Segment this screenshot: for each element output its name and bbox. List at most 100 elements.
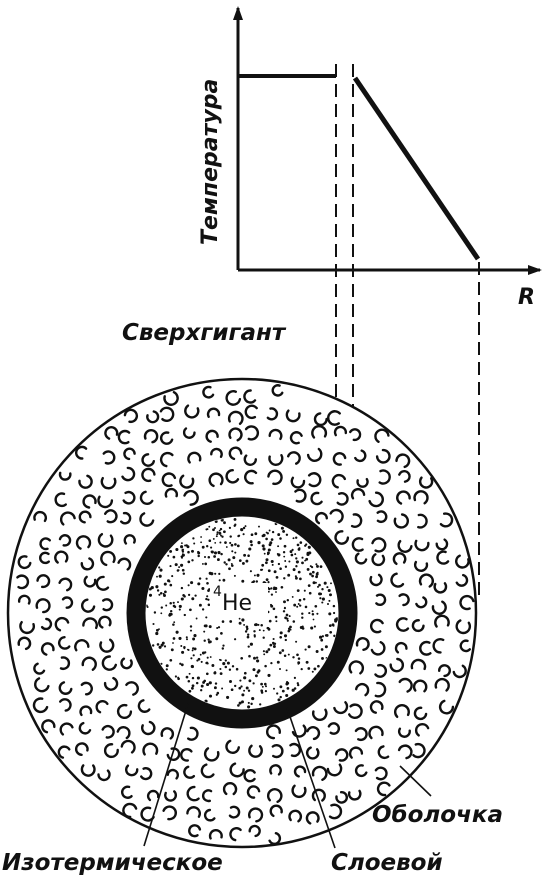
stipple-dot bbox=[192, 647, 195, 650]
convection-curl bbox=[306, 447, 323, 462]
stipple-dot bbox=[173, 605, 177, 609]
stipple-dot bbox=[312, 618, 315, 621]
stipple-dot bbox=[198, 603, 202, 607]
stipple-dot bbox=[291, 548, 294, 551]
stipple-dot bbox=[287, 627, 291, 631]
stipple-dot bbox=[265, 650, 269, 654]
stipple-dot bbox=[148, 593, 153, 597]
stipple-dot bbox=[270, 593, 274, 596]
stipple-dot bbox=[203, 630, 206, 633]
stipple-dot bbox=[287, 629, 291, 633]
stipple-dot bbox=[172, 601, 175, 604]
convection-curl bbox=[160, 431, 174, 445]
stipple-dot bbox=[169, 601, 172, 605]
stipple-dot bbox=[318, 592, 322, 596]
stipple-dot bbox=[165, 664, 169, 668]
convection-curl bbox=[82, 494, 97, 509]
convection-curl bbox=[371, 553, 386, 567]
stipple-dot bbox=[190, 657, 193, 660]
stipple-dot bbox=[213, 555, 217, 558]
stipple-dot bbox=[155, 631, 159, 636]
convection-curl bbox=[58, 577, 73, 592]
convection-curl bbox=[356, 477, 369, 488]
stipple-dot bbox=[324, 645, 328, 649]
stipple-dot bbox=[327, 588, 331, 593]
stipple-dot bbox=[215, 637, 219, 641]
convection-curl bbox=[287, 451, 301, 465]
stipple-dot bbox=[273, 687, 275, 690]
convection-curl bbox=[332, 452, 347, 466]
leader-lines bbox=[143, 703, 432, 849]
convection-curl bbox=[225, 468, 240, 484]
stipple-dot bbox=[192, 537, 195, 540]
stipple-dot bbox=[300, 667, 303, 671]
stipple-dot bbox=[289, 550, 293, 554]
stipple-dot bbox=[281, 689, 285, 693]
convection-curl bbox=[102, 598, 114, 612]
stipple-dot bbox=[156, 575, 158, 578]
stipple-dot bbox=[187, 550, 190, 554]
convection-curl bbox=[104, 426, 119, 440]
convection-curl bbox=[394, 641, 408, 654]
stipple-dot bbox=[169, 658, 173, 662]
stipple-dot bbox=[250, 543, 253, 547]
stipple-dot bbox=[286, 619, 289, 622]
stipple-dot bbox=[314, 604, 318, 608]
convection-curl bbox=[268, 454, 284, 466]
stipple-dot bbox=[254, 623, 258, 627]
stipple-dot bbox=[293, 676, 297, 680]
convection-curl bbox=[418, 476, 434, 489]
stipple-dot bbox=[213, 551, 218, 555]
convection-curl bbox=[348, 746, 364, 759]
stipple-dot bbox=[267, 581, 270, 584]
stipple-dot bbox=[264, 664, 267, 668]
stipple-dot bbox=[234, 638, 237, 641]
convection-curl bbox=[326, 763, 343, 777]
stipple-dot bbox=[188, 672, 191, 675]
stipple-dot bbox=[279, 537, 282, 540]
stipple-dot bbox=[319, 597, 322, 600]
stipple-dot bbox=[200, 689, 203, 692]
stipple-dot bbox=[206, 545, 209, 548]
stipple-dot bbox=[252, 668, 256, 672]
stipple-dot bbox=[195, 681, 199, 685]
stipple-dot bbox=[244, 630, 248, 633]
stipple-dot bbox=[169, 583, 173, 587]
convection-curl bbox=[123, 408, 139, 424]
layer-leader bbox=[286, 707, 336, 849]
y-axis-label: Температура bbox=[198, 79, 223, 245]
stipple-dot bbox=[201, 562, 204, 565]
convection-curl bbox=[327, 410, 341, 426]
convection-curl bbox=[117, 429, 131, 445]
stipple-dot bbox=[299, 604, 302, 607]
stipple-dot bbox=[286, 687, 290, 690]
stipple-dot bbox=[172, 623, 175, 626]
convection-curl bbox=[141, 720, 156, 736]
stipple-dot bbox=[260, 689, 264, 693]
stipple-dot bbox=[320, 638, 324, 642]
stipple-dot bbox=[193, 542, 196, 545]
stipple-dot bbox=[206, 595, 209, 598]
stipple-dot bbox=[238, 559, 242, 562]
convection-curl bbox=[374, 681, 387, 698]
stipple-dot bbox=[296, 543, 300, 547]
convection-curl bbox=[58, 636, 71, 650]
stipple-dot bbox=[323, 581, 327, 585]
stipple-dot bbox=[245, 625, 249, 629]
convection-curl bbox=[160, 727, 175, 740]
stipple-dot bbox=[207, 603, 211, 607]
stipple-dot bbox=[246, 628, 249, 631]
stipple-dot bbox=[256, 573, 260, 577]
stipple-dot bbox=[319, 635, 323, 639]
stipple-dot bbox=[280, 526, 284, 530]
stipple-dot bbox=[181, 650, 185, 654]
convection-curl bbox=[390, 572, 405, 588]
stipple-dot bbox=[158, 628, 160, 630]
convection-curl bbox=[374, 663, 388, 678]
stipple-dot bbox=[155, 628, 159, 632]
stipple-dot bbox=[267, 569, 271, 573]
convection-curl bbox=[187, 451, 202, 464]
convection-curl bbox=[285, 409, 301, 423]
stipple-dot bbox=[276, 692, 279, 695]
stipple-dot bbox=[219, 527, 223, 531]
